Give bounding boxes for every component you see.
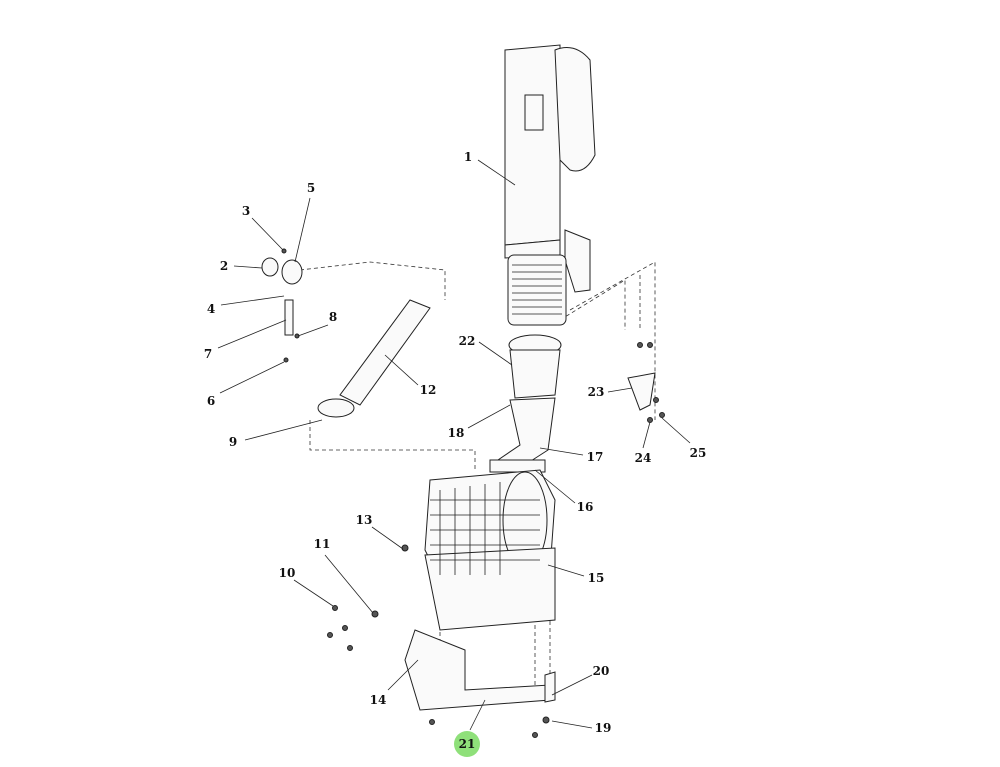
- callout-23[interactable]: 23: [587, 385, 605, 399]
- callout-25[interactable]: 25: [689, 446, 707, 460]
- callout-15[interactable]: 15: [587, 571, 605, 585]
- part-1-bellows: [507, 254, 567, 326]
- assembly-line-pipe: [299, 261, 476, 470]
- callout-19[interactable]: 19: [594, 721, 612, 735]
- leader-lines: [217, 159, 691, 731]
- callout-21-highlighted[interactable]: 21: [454, 731, 480, 757]
- callout-18[interactable]: 18: [447, 426, 465, 440]
- callout-12[interactable]: 12: [419, 383, 437, 397]
- callout-10[interactable]: 10: [278, 566, 296, 580]
- callout-3[interactable]: 3: [241, 204, 251, 218]
- part-22-elbow: [509, 349, 561, 399]
- part-15-air-filter: [424, 469, 556, 631]
- callout-4[interactable]: 4: [206, 302, 216, 316]
- part-2-clamp: [261, 257, 279, 277]
- callout-14[interactable]: 14: [369, 693, 387, 707]
- callout-16[interactable]: 16: [576, 500, 594, 514]
- part-21-bracket: [404, 629, 551, 711]
- callout-20[interactable]: 20: [592, 664, 610, 678]
- part-7-bracket: [284, 299, 294, 336]
- callout-7[interactable]: 7: [203, 347, 213, 361]
- callout-2[interactable]: 2: [219, 259, 229, 273]
- callout-9[interactable]: 9: [228, 435, 238, 449]
- callout-22[interactable]: 22: [458, 334, 476, 348]
- callout-8[interactable]: 8: [328, 310, 338, 324]
- part-12-pipe: [317, 299, 431, 418]
- callout-17[interactable]: 17: [586, 450, 604, 464]
- callout-13[interactable]: 13: [355, 513, 373, 527]
- callout-11[interactable]: 11: [313, 537, 331, 551]
- part-20-stud: [544, 671, 556, 703]
- part-1-intake-housing: [504, 44, 596, 293]
- assembly-line-bracket: [559, 261, 656, 420]
- part-23-bracket: [627, 372, 656, 411]
- callout-5[interactable]: 5: [306, 181, 316, 195]
- fasteners: [281, 248, 665, 738]
- callout-6[interactable]: 6: [206, 394, 216, 408]
- callout-1[interactable]: 1: [463, 150, 473, 164]
- part-5-clamp: [281, 259, 303, 285]
- callout-24[interactable]: 24: [634, 451, 652, 465]
